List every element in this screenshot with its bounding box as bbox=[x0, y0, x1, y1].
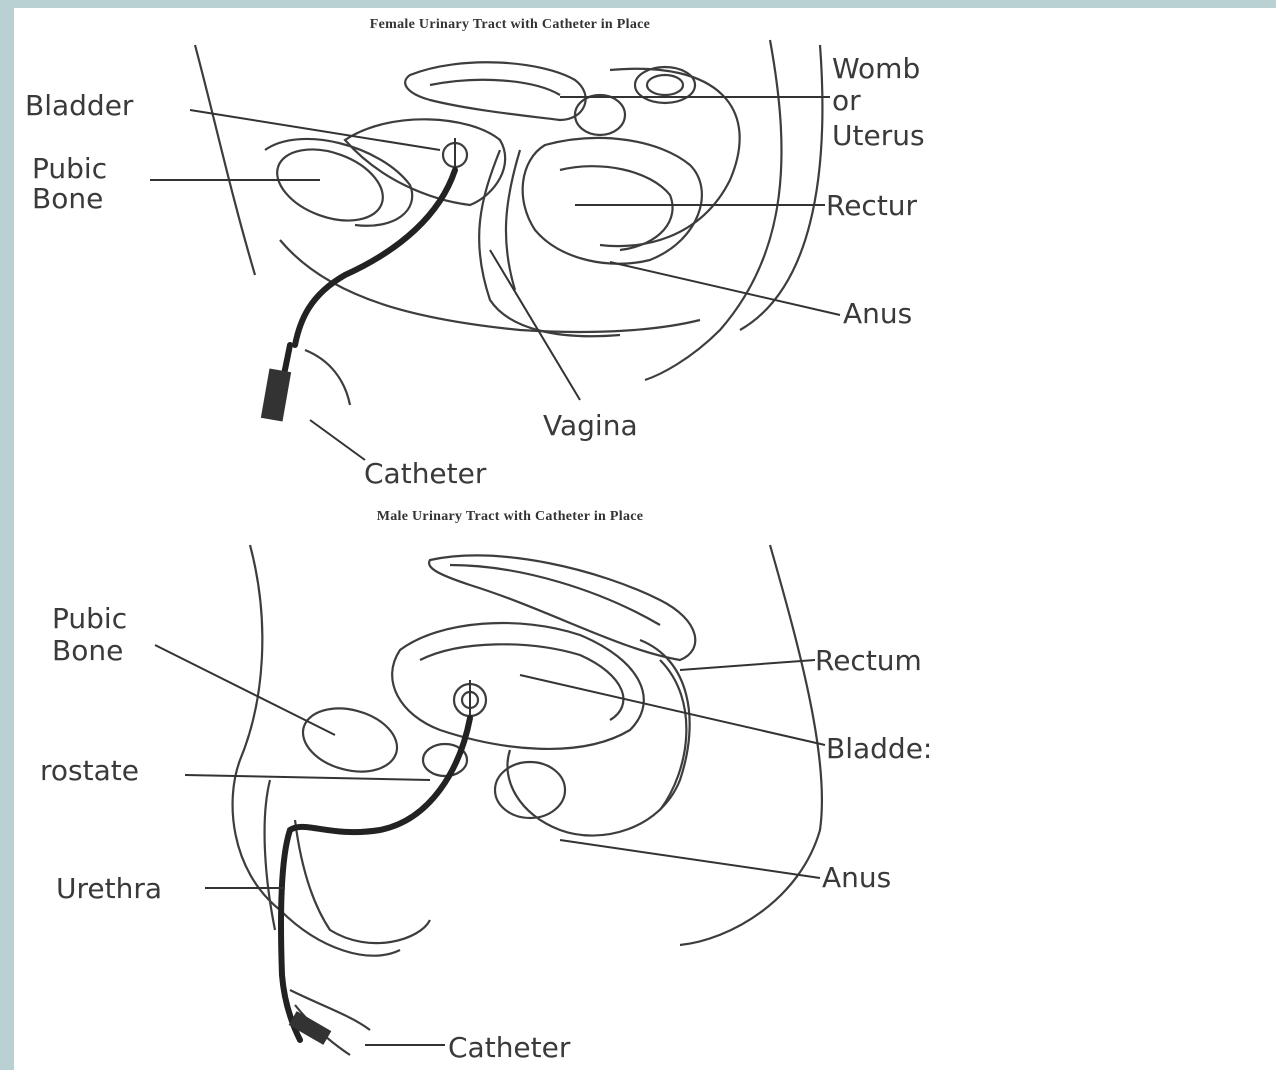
female-body-outline-left bbox=[195, 45, 255, 275]
male-catheter-tube bbox=[281, 718, 470, 975]
female-label-pubic: Pubic bbox=[32, 152, 107, 185]
female-vaginal-canal-2 bbox=[506, 150, 520, 290]
male-label-catheter: Catheter bbox=[448, 1031, 571, 1064]
female-fallopian bbox=[575, 95, 625, 135]
female-diagram: Female Urinary Tract with Catheter in Pl… bbox=[25, 17, 925, 490]
female-diagram-title: Female Urinary Tract with Catheter in Pl… bbox=[370, 17, 650, 32]
male-diagram-title: Male Urinary Tract with Catheter in Plac… bbox=[377, 509, 644, 524]
female-pubic-bone-outline bbox=[265, 139, 412, 226]
male-label-urethra: Urethra bbox=[56, 872, 162, 905]
male-rectum-leader bbox=[680, 660, 815, 670]
female-label-anus: Anus bbox=[843, 297, 912, 330]
male-bladder bbox=[392, 623, 644, 749]
female-rectum bbox=[523, 138, 702, 264]
female-uterus-inner bbox=[430, 80, 560, 95]
male-bladder-inner bbox=[420, 644, 623, 720]
female-vagina-leader bbox=[490, 250, 580, 400]
male-seminal-vesicle bbox=[495, 762, 565, 818]
male-diagram: Male Urinary Tract with Catheter in Plac… bbox=[40, 509, 932, 1064]
female-ovary-inner bbox=[647, 75, 683, 95]
male-anus-leader bbox=[560, 840, 820, 878]
male-pubic-bone-leader bbox=[155, 645, 335, 735]
female-bladder-leader bbox=[190, 110, 440, 150]
male-catheter-plug bbox=[289, 1011, 332, 1045]
male-label-rectum: Rectum bbox=[815, 644, 922, 677]
male-body-outline-left bbox=[233, 545, 400, 956]
female-label-or: or bbox=[832, 84, 861, 117]
male-colon bbox=[429, 556, 695, 660]
female-catheter-leader bbox=[310, 420, 365, 460]
male-prostate-leader bbox=[185, 775, 430, 780]
female-label-womb: Womb bbox=[832, 52, 920, 85]
male-label-bladder: Bladde: bbox=[826, 732, 932, 765]
female-catheter-plug bbox=[261, 368, 291, 421]
female-label-bladder: Bladder bbox=[25, 89, 134, 122]
female-label-catheter: Catheter bbox=[364, 457, 487, 490]
female-rectum-inner bbox=[560, 166, 673, 250]
male-label-pubic: Pubic bbox=[52, 602, 127, 635]
male-body-outline-scrotum bbox=[295, 820, 430, 943]
male-body-outline-right bbox=[680, 545, 822, 945]
male-label-anus: Anus bbox=[822, 861, 891, 894]
male-pubic-bone bbox=[296, 699, 404, 782]
female-bladder bbox=[345, 119, 505, 205]
female-body-outline-lower bbox=[740, 45, 822, 330]
female-label-uterus: Uterus bbox=[832, 119, 925, 152]
female-label-bone: Bone bbox=[32, 182, 103, 215]
male-body-outline-penis bbox=[265, 780, 275, 930]
male-label-bone: Bone bbox=[52, 634, 123, 667]
female-label-vagina: Vagina bbox=[543, 409, 638, 442]
female-anus-leader bbox=[610, 262, 840, 315]
female-pelvic-floor bbox=[280, 240, 700, 332]
female-catheter-branch bbox=[305, 350, 350, 405]
male-bladder-leader bbox=[520, 675, 825, 745]
female-pubic-bone bbox=[267, 136, 392, 234]
female-label-rectum: Rectur bbox=[826, 189, 918, 222]
female-body-outline-right bbox=[645, 40, 782, 380]
female-uterus bbox=[405, 62, 585, 120]
male-label-prostate: rostate bbox=[40, 754, 139, 787]
